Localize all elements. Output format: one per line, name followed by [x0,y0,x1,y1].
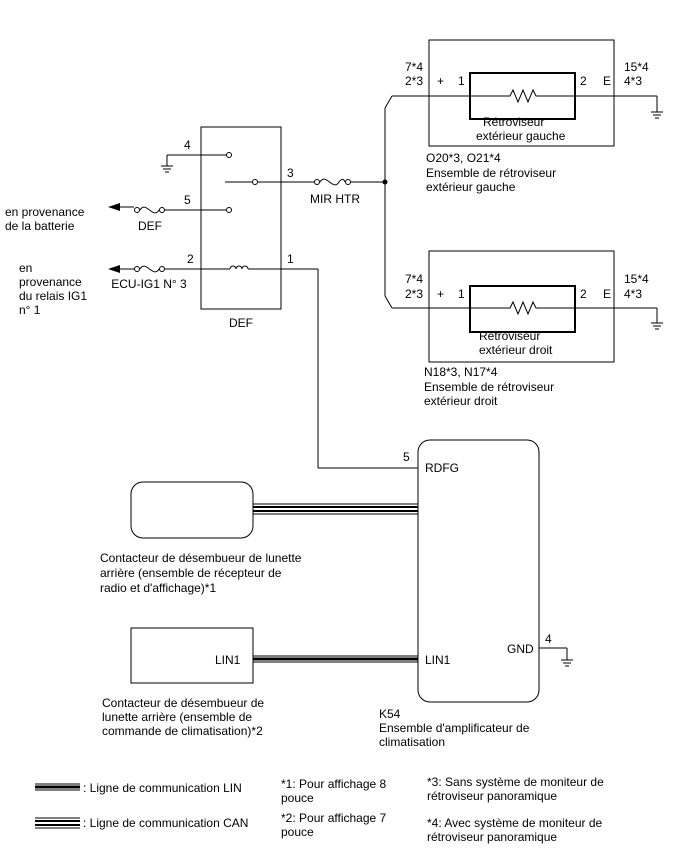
mirror-right-plus: + [437,287,444,301]
mirror-left-pin1: 1 [458,74,465,88]
switch-clim: LIN1 Contacteur de désembueur de lunette… [102,627,418,738]
mirror-left: 7*4 2*3 + 1 2 E 15*4 4*3 Rétroviseur ext… [405,39,664,194]
ig1-fuse-label: ECU-IG1 N° 3 [111,277,187,291]
amp-pin-5: 5 [403,450,410,464]
mirror-right-heater-line2: extérieur droit [479,343,553,357]
mirror-left-rcode2: 4*3 [624,74,642,88]
amp-pin-4: 4 [545,632,552,646]
switch-clim-line2: lunette arrière (ensemble de [102,710,252,724]
amp-connector: K54 [379,707,401,721]
ig1-source-line1: en [19,261,32,275]
mirror-left-heater-line1: Rétroviseur [483,115,544,129]
mirror-right-assembly-line2: extérieur droit [424,394,498,408]
mirror-right-assembly-line1: Ensemble de rétroviseur [424,380,554,394]
mirror-right-code1: 7*4 [405,272,423,286]
switch-clim-line3: commande de climatisation)*2 [102,724,263,738]
note4-line2: rétroviseur panoramique [427,830,557,844]
mirror-left-assembly-line1: Ensemble de rétroviseur [426,166,556,180]
note4-line1: *4: Avec système de moniteur de [427,816,603,830]
switch-radio: Contacteur de désembueur de lunette arri… [100,481,418,595]
amplifier-k54: 5 RDFG LIN1 GND 4 K54 Ensemble d'amplifi… [379,439,574,749]
battery-feed: 5 DEF en provenance de la batterie [5,193,232,233]
amp-lin1: LIN1 [425,653,451,667]
mirror-left-assembly-line2: extérieur gauche [426,180,516,194]
mirror-left-rcode1: 15*4 [624,60,649,74]
legend-lin: : Ligne de communication LIN [83,781,242,795]
mirror-left-code1: 7*4 [405,60,423,74]
mirror-left-pin-e: E [603,74,611,88]
switch-radio-line3: radio et d'affichage)*1 [100,581,216,595]
mirror-right-code2: 2*3 [405,287,423,301]
mirror-left-heater-line2: extérieur gauche [476,129,566,143]
amp-gnd: GND [507,642,534,656]
mir-htr-fuse: MIR HTR [310,178,385,206]
amp-rdfg: RDFG [425,461,459,475]
ig1-source-line3: du relais IG1 [19,289,87,303]
mirror-left-connector: O20*3, O21*4 [426,151,501,165]
battery-source-line2: de la batterie [5,219,75,233]
mirror-left-code2: 2*3 [405,74,423,88]
mirror-right-heater-line1: Rétroviseur [479,329,540,343]
note2-line2: pouce [281,825,314,839]
branch-down-bend [384,295,393,309]
mirror-right-pin-e: E [603,287,611,301]
mirror-right: 7*4 2*3 + 1 2 E 15*4 4*3 Rétroviseur ext… [405,250,664,408]
legend: : Ligne de communication LIN : Ligne de … [35,775,604,844]
amp-assembly-line2: climatisation [379,735,445,749]
switch-radio-line1: Contacteur de désembueur de lunette [100,551,302,565]
branch-up-bend [384,95,393,109]
def-pin-3: 3 [287,166,294,180]
ig1-feed: 2 1 ECU-IG1 N° 3 en provenance du relais… [19,252,418,469]
mirror-right-pin2: 2 [580,287,587,301]
mirror-right-connector: N18*3, N17*4 [424,365,498,379]
mirror-right-pin1: 1 [458,287,465,301]
switch-clim-lin1: LIN1 [215,653,241,667]
ig1-source-line4: n° 1 [19,303,41,317]
def-pin-5: 5 [184,193,191,207]
note3-line2: rétroviseur panoramique [427,789,557,803]
mirror-right-rcode1: 15*4 [624,272,649,286]
def-pin-1: 1 [287,252,294,266]
note1-line1: *1: Pour affichage 8 [281,777,387,791]
note3-line1: *3: Sans système de moniteur de [427,775,604,789]
mir-htr-label: MIR HTR [310,192,360,206]
note2-line1: *2: Pour affichage 7 [281,811,387,825]
note1-line2: pouce [281,791,314,805]
mirror-left-plus: + [437,74,444,88]
legend-can: : Ligne de communication CAN [83,816,248,830]
ig1-source-line2: provenance [19,275,82,289]
mirror-right-rcode2: 4*3 [624,287,642,301]
def-pin-4: 4 [184,138,191,152]
mirror-left-pin2: 2 [580,74,587,88]
def-pin4-ground: 4 [160,138,232,173]
def-switch-arm: 3 [225,166,315,185]
amp-assembly-line1: Ensemble d'amplificateur de [379,721,530,735]
battery-source-line1: en provenance [5,205,85,219]
def-pin-2: 2 [187,252,194,266]
switch-radio-line2: arrière (ensemble de récepteur de [100,566,282,580]
def-switch-box [200,126,282,310]
battery-fuse-label: DEF [138,219,162,233]
switch-clim-line1: Contacteur de désembueur de [102,696,264,710]
def-switch-label: DEF [229,316,253,330]
